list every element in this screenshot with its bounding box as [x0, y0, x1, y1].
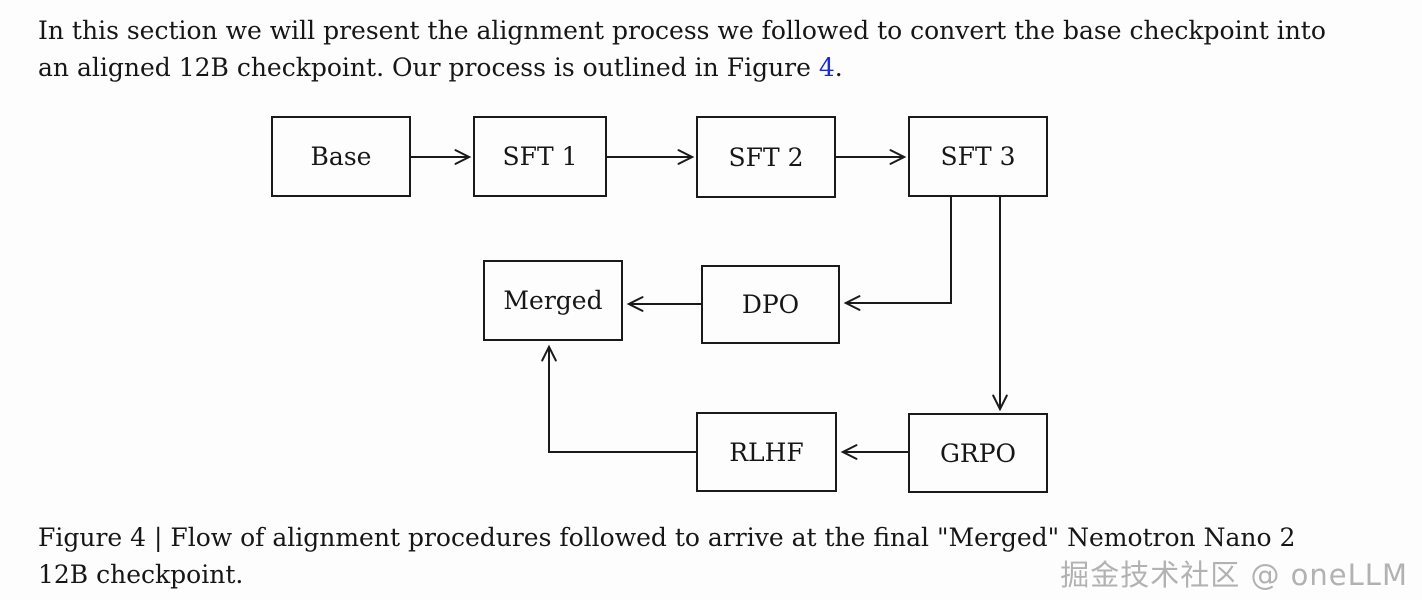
- node-grpo: GRPO: [908, 413, 1048, 493]
- node-sft3: SFT 3: [908, 116, 1048, 197]
- caption-line1: Figure 4 | Flow of alignment procedures …: [38, 523, 1296, 552]
- arrow-sft3-to-dpo: [843, 197, 952, 311]
- intro-line1: In this section we will present the alig…: [38, 16, 1326, 45]
- intro-line2-period: .: [834, 53, 843, 82]
- caption-line2: 12B checkpoint.: [38, 560, 244, 589]
- arrow-rlhf-to-merged: [541, 344, 696, 453]
- node-base: Base: [271, 116, 411, 197]
- intro-paragraph: In this section we will present the alig…: [38, 12, 1392, 86]
- figure-4-link[interactable]: 4: [818, 53, 835, 82]
- node-rlhf: RLHF: [696, 412, 837, 492]
- node-dpo: DPO: [701, 265, 840, 344]
- figure-caption: Figure 4 | Flow of alignment procedures …: [38, 519, 1392, 593]
- node-sft2: SFT 2: [696, 116, 836, 198]
- node-sft1: SFT 1: [473, 116, 607, 197]
- intro-line2-text: an aligned 12B checkpoint. Our process i…: [38, 53, 819, 82]
- intro-line2: an aligned 12B checkpoint. Our process i…: [38, 49, 1392, 86]
- watermark: 掘金技术社区 @ oneLLM: [1060, 558, 1408, 592]
- node-merged: Merged: [483, 260, 623, 341]
